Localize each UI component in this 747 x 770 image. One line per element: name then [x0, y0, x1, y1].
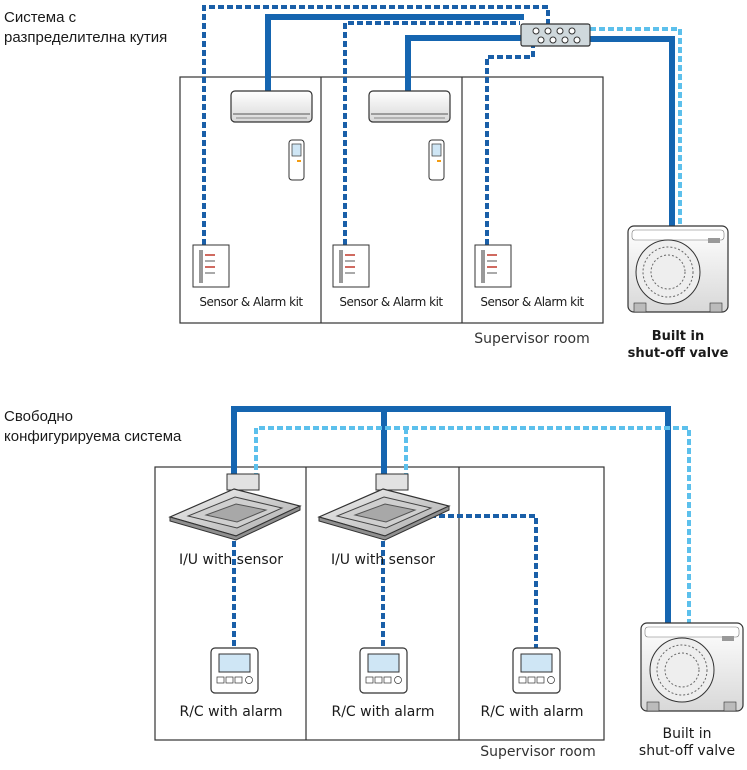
wall-remote-1 — [288, 139, 305, 181]
top-outdoor-label: Built in shut-off valve — [618, 328, 738, 362]
kit-label-1: Sensor & Alarm kit — [199, 295, 303, 309]
kit-label-2: Sensor & Alarm kit — [339, 295, 443, 309]
iu-label-1: I/U with sensor — [178, 552, 284, 568]
sensor-alarm-kit-3 — [474, 244, 512, 288]
rc-label-3: R/C with alarm — [480, 704, 584, 720]
top-outdoor-unit — [627, 225, 729, 313]
top-pipe-solid — [265, 14, 675, 226]
top-pipe-light-dashed — [590, 27, 682, 226]
iu-label-2: I/U with sensor — [330, 552, 436, 568]
remote-controller-3 — [512, 647, 561, 694]
bottom-outdoor-unit — [640, 622, 744, 712]
bottom-pipe-light-dashed — [254, 426, 691, 623]
wall-indoor-unit-1 — [230, 90, 313, 123]
rc-label-2: R/C with alarm — [331, 704, 435, 720]
top-pipe-dark-dashed — [202, 5, 550, 245]
bottom-caption-line-2: конфигурируема система — [4, 428, 182, 445]
bottom-wiring-dark-dashed — [232, 514, 538, 648]
wall-indoor-unit-2 — [368, 90, 451, 123]
top-supervisor-room-label: Supervisor room — [474, 331, 590, 347]
remote-controller-2 — [359, 647, 408, 694]
wall-remote-2 — [428, 139, 445, 181]
cassette-indoor-unit-2 — [317, 473, 451, 541]
remote-controller-1 — [210, 647, 259, 694]
distribution-box — [520, 23, 591, 47]
bottom-outdoor-label-line-2: shut-off valve — [638, 743, 736, 759]
top-caption-line-2: разпределителна кутия — [4, 29, 168, 46]
bottom-caption-line-1: Свободно — [4, 408, 73, 425]
bottom-pipe-solid — [231, 406, 671, 623]
kit-label-3: Sensor & Alarm kit — [480, 295, 584, 309]
top-outdoor-label-line-2: shut-off valve — [627, 346, 729, 361]
rc-label-1: R/C with alarm — [179, 704, 283, 720]
bottom-outdoor-label-line-1: Built in — [662, 726, 712, 742]
top-system-caption: Система с разпределителна кутия — [4, 8, 167, 48]
top-caption-line-1: Система с — [4, 9, 77, 26]
bottom-outdoor-label: Built in shut-off valve — [630, 726, 744, 760]
cassette-indoor-unit-1 — [168, 473, 302, 541]
top-outdoor-label-line-1: Built in — [651, 329, 705, 344]
sensor-alarm-kit-2 — [332, 244, 370, 288]
bottom-system-caption: Свободно конфигурируема система — [4, 407, 181, 447]
bottom-supervisor-room-label: Supervisor room — [480, 744, 596, 760]
sensor-alarm-kit-1 — [192, 244, 230, 288]
